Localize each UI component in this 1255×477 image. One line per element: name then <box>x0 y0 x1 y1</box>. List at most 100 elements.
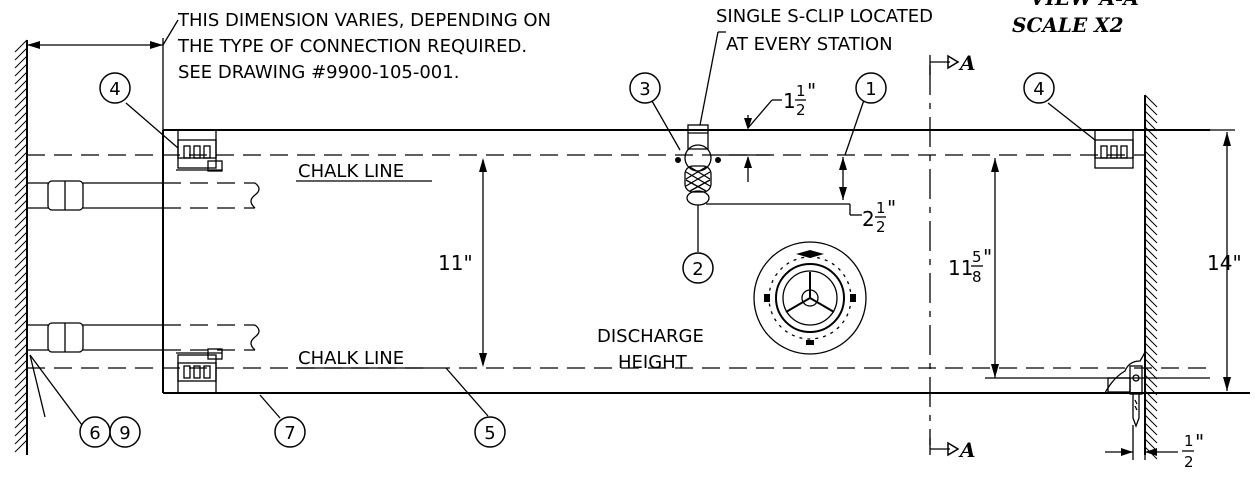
hatch-line <box>14 79 28 93</box>
chalk-line-top-label: CHALK LINE <box>298 161 404 182</box>
balloon-4-right: 4 <box>1023 72 1055 104</box>
hatch-line <box>1144 94 1158 108</box>
dimension-14 <box>1145 129 1235 391</box>
hatch-line <box>14 95 28 109</box>
hatch-line <box>14 303 28 317</box>
svg-text:HEIGHT: HEIGHT <box>618 352 688 373</box>
hatch-line <box>14 287 28 301</box>
hatch-line <box>1144 326 1158 340</box>
hatch-line <box>1144 222 1158 236</box>
dimension-11-label: 11" <box>438 251 473 275</box>
dimension-11 <box>479 158 487 367</box>
hatch-line <box>1144 102 1158 116</box>
svg-text:DISCHARGE: DISCHARGE <box>597 326 704 347</box>
hatch-line <box>1144 158 1158 172</box>
pipe-top <box>27 180 260 211</box>
hatch-line <box>14 63 28 77</box>
hatch-line <box>1144 310 1158 324</box>
hatch-line <box>14 103 28 117</box>
section-marker-bottom: A <box>958 438 976 462</box>
left-wall <box>14 39 28 455</box>
section-marker-top: A <box>958 51 976 75</box>
hatch-line <box>1144 374 1158 388</box>
dimension-1-1-2 <box>720 99 782 182</box>
hatch-line <box>14 263 28 277</box>
hatch-line <box>1144 414 1158 428</box>
hatch-line <box>1144 350 1158 364</box>
svg-text:": " <box>1195 430 1204 454</box>
svg-text:THIS DIMENSION VARIES, DEPENDI: THIS DIMENSION VARIES, DEPENDING ON <box>177 10 551 31</box>
svg-text:11: 11 <box>948 256 973 280</box>
hatch-line <box>14 199 28 213</box>
hatch-line <box>1144 270 1158 284</box>
hatch-line <box>1144 318 1158 332</box>
discharge-label: DISCHARGE HEIGHT <box>597 326 704 373</box>
svg-text:1: 1 <box>783 89 796 113</box>
svg-text:9: 9 <box>119 423 130 444</box>
hatch-line <box>1144 398 1158 412</box>
hatch-line <box>1144 430 1158 444</box>
section-line-a-a <box>929 54 960 457</box>
hatch-line <box>14 367 28 381</box>
hatch-line <box>1144 166 1158 180</box>
hatch-line <box>1144 134 1158 148</box>
hatch-line <box>14 359 28 373</box>
hatch-line <box>14 71 28 85</box>
hatch-line <box>14 255 28 269</box>
hatch-line <box>14 175 28 189</box>
hatch-line <box>14 311 28 325</box>
clip-note: SINGLE S-CLIP LOCATED AT EVERY STATION <box>716 6 933 55</box>
svg-text:SCALE X2: SCALE X2 <box>1012 13 1124 37</box>
svg-text:2: 2 <box>692 259 703 280</box>
right-wall <box>1144 94 1158 460</box>
hatch-line <box>14 183 28 197</box>
hatch-line <box>1144 294 1158 308</box>
hatch-line <box>1144 182 1158 196</box>
hatch-line <box>1144 278 1158 292</box>
hatch-line <box>1144 246 1158 260</box>
svg-text:1: 1 <box>796 82 806 100</box>
hatch-line <box>14 407 28 421</box>
hatch-line <box>1144 238 1158 252</box>
hatch-line <box>14 279 28 293</box>
svg-text:3: 3 <box>639 79 650 100</box>
hatch-line <box>14 215 28 229</box>
dimension-2-1-2-label: 2 1 2 " <box>862 196 896 236</box>
svg-text:8: 8 <box>972 268 982 286</box>
svg-text:2: 2 <box>1184 453 1194 471</box>
balloon-2: 2 <box>682 252 714 284</box>
hatch-line <box>14 271 28 285</box>
svg-text:": " <box>807 79 816 103</box>
hatch-line <box>14 55 28 69</box>
hatch-line <box>14 423 28 437</box>
hatch-line <box>1144 286 1158 300</box>
dimension-2-1-2 <box>706 157 862 216</box>
svg-text:1: 1 <box>876 199 886 217</box>
floor-drain <box>753 241 867 355</box>
svg-text:5: 5 <box>972 248 982 266</box>
view-title: VIEW A-A SCALE X2 <box>1012 0 1139 37</box>
hatch-line <box>1144 230 1158 244</box>
svg-text:": " <box>887 196 896 220</box>
s-clip-nozzle <box>675 124 721 206</box>
svg-text:7: 7 <box>284 423 295 444</box>
hatch-line <box>14 295 28 309</box>
bracket-top-right <box>1094 129 1134 169</box>
hatch-line <box>1144 406 1158 420</box>
chalk-line-bottom-label: CHALK LINE <box>298 348 404 369</box>
hatch-line <box>14 399 28 413</box>
hatch-line <box>14 87 28 101</box>
hatch-line <box>14 47 28 61</box>
hatch-line <box>1144 214 1158 228</box>
bracket-top-left <box>176 129 223 172</box>
balloon-3: 3 <box>629 72 661 104</box>
hatch-line <box>14 431 28 445</box>
hatch-line <box>14 127 28 141</box>
hatch-line <box>1144 302 1158 316</box>
svg-text:1: 1 <box>1184 432 1194 450</box>
hatch-line <box>14 167 28 181</box>
svg-text:THE TYPE OF CONNECTION REQUIRE: THE TYPE OF CONNECTION REQUIRED. <box>177 36 527 57</box>
hatch-line <box>1144 174 1158 188</box>
hatch-line <box>14 343 28 357</box>
hatch-line <box>1144 262 1158 276</box>
